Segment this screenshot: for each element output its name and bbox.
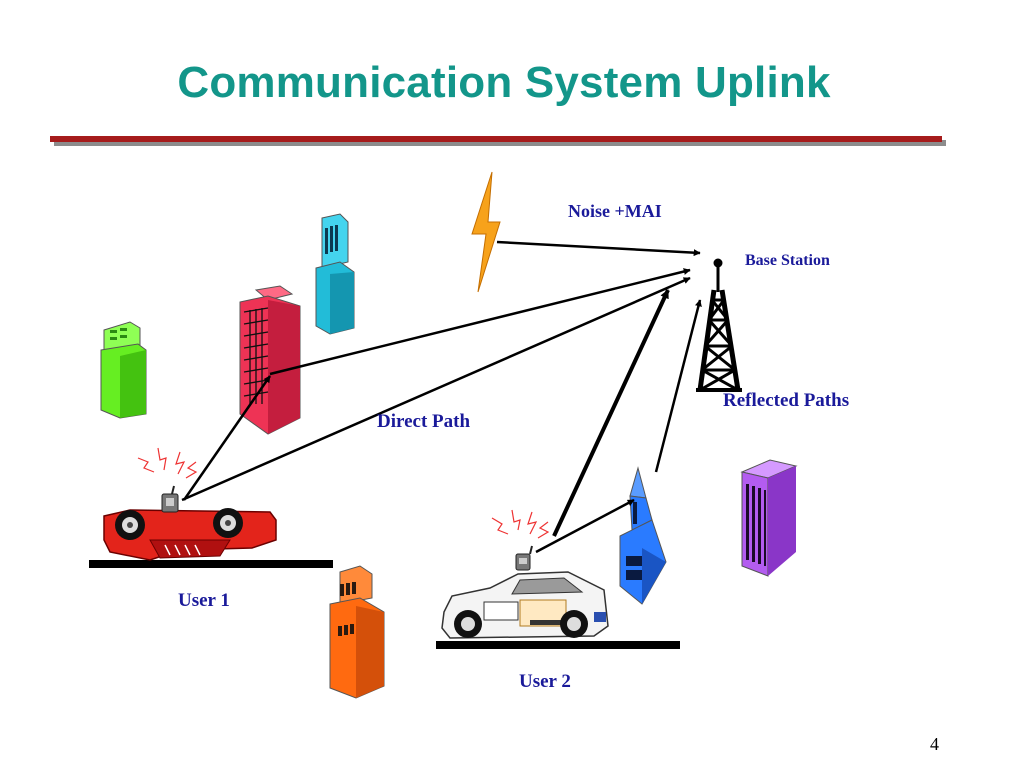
user2-label: User 2 <box>519 671 571 692</box>
signal-burst-icon <box>491 509 550 539</box>
user1-to-building-arrow <box>182 375 272 501</box>
radio-tower-icon <box>696 258 742 392</box>
base-station-label: Base Station <box>745 252 830 269</box>
red-building-icon <box>239 285 301 435</box>
direct-path-label: Direct Path <box>377 411 471 432</box>
user2-direct-arrow <box>552 289 670 537</box>
slide-title: Communication System Uplink <box>177 58 831 107</box>
title-rule-shadow <box>54 140 946 146</box>
lightning-bolt-icon <box>471 171 501 293</box>
white-race-car-icon <box>441 545 609 639</box>
user2-ground <box>436 641 680 649</box>
noise-label: Noise +MAI <box>568 201 662 221</box>
cyan-building-icon <box>315 213 355 335</box>
purple-building-icon <box>740 459 798 577</box>
noise-arrow <box>496 240 701 257</box>
overturned-red-car-icon <box>103 485 277 561</box>
building-reflected-arrow <box>654 299 702 473</box>
green-building-icon <box>100 321 147 419</box>
title-rule <box>50 136 942 142</box>
orange-building-icon <box>329 565 385 699</box>
direct-path-arrow <box>181 276 691 502</box>
signal-burst-icon <box>137 447 198 479</box>
page-number: 4 <box>930 734 939 754</box>
reflected-path-arrow <box>269 268 691 376</box>
user1-label: User 1 <box>178 590 230 611</box>
blue-building-icon <box>619 466 667 605</box>
user1-ground <box>89 560 333 568</box>
reflected-paths-label: Reflected Paths <box>723 390 850 411</box>
user2-to-building-arrow <box>535 498 635 554</box>
